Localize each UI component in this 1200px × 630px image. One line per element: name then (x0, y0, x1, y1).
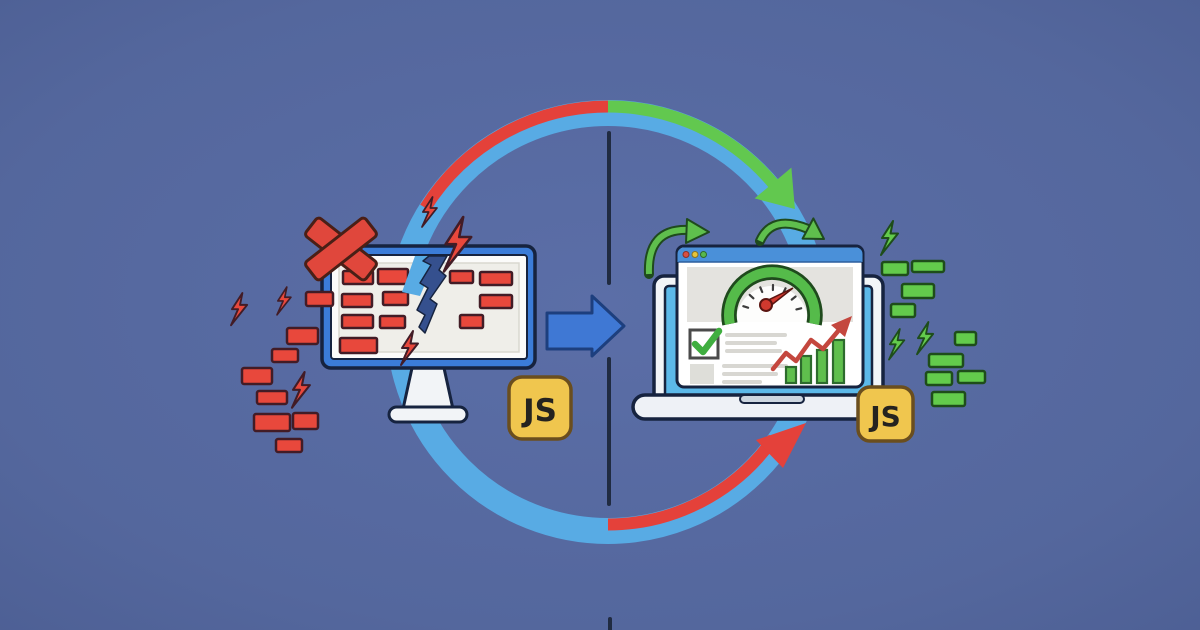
crack-ring-glimpse (402, 256, 437, 296)
text-lines (725, 333, 787, 353)
js-badge-label: JS (521, 393, 557, 429)
error-x-icon (304, 216, 378, 282)
cycle-green-arrowhead-icon (754, 167, 795, 209)
refresh-arrow-icon (755, 217, 825, 246)
cycle-red-arrowhead-icon (756, 423, 806, 468)
monitor-base (387, 405, 469, 424)
checkmark-icon (691, 327, 723, 356)
cracked-monitor-icon (320, 244, 537, 424)
error-block (304, 290, 335, 308)
gauge-hub (759, 298, 773, 312)
checklist (688, 327, 788, 384)
laptop-notch (739, 394, 805, 404)
js-badge-icon: JS (856, 385, 915, 443)
monitor-stand (401, 366, 455, 411)
speedometer-icon (721, 264, 823, 326)
browser-traffic-lights-icon (682, 251, 707, 258)
browser-window (675, 244, 865, 389)
js-badge-label: JS (868, 400, 901, 433)
browser-titlebar (677, 247, 863, 262)
divider-line (607, 131, 612, 630)
gauge-ticks (742, 283, 803, 311)
screen-crack (416, 255, 448, 334)
error-blocks-scatter (240, 326, 320, 454)
js-badge-icon: JS (507, 375, 573, 441)
growth-chart-icon (770, 316, 852, 385)
text-lines (722, 364, 788, 384)
chart-arrowhead (831, 316, 852, 337)
placeholder-box (690, 364, 714, 384)
transform-arrow-icon (545, 294, 626, 358)
success-blocks-scatter (880, 259, 987, 408)
refresh-arrow-icon (643, 218, 710, 279)
